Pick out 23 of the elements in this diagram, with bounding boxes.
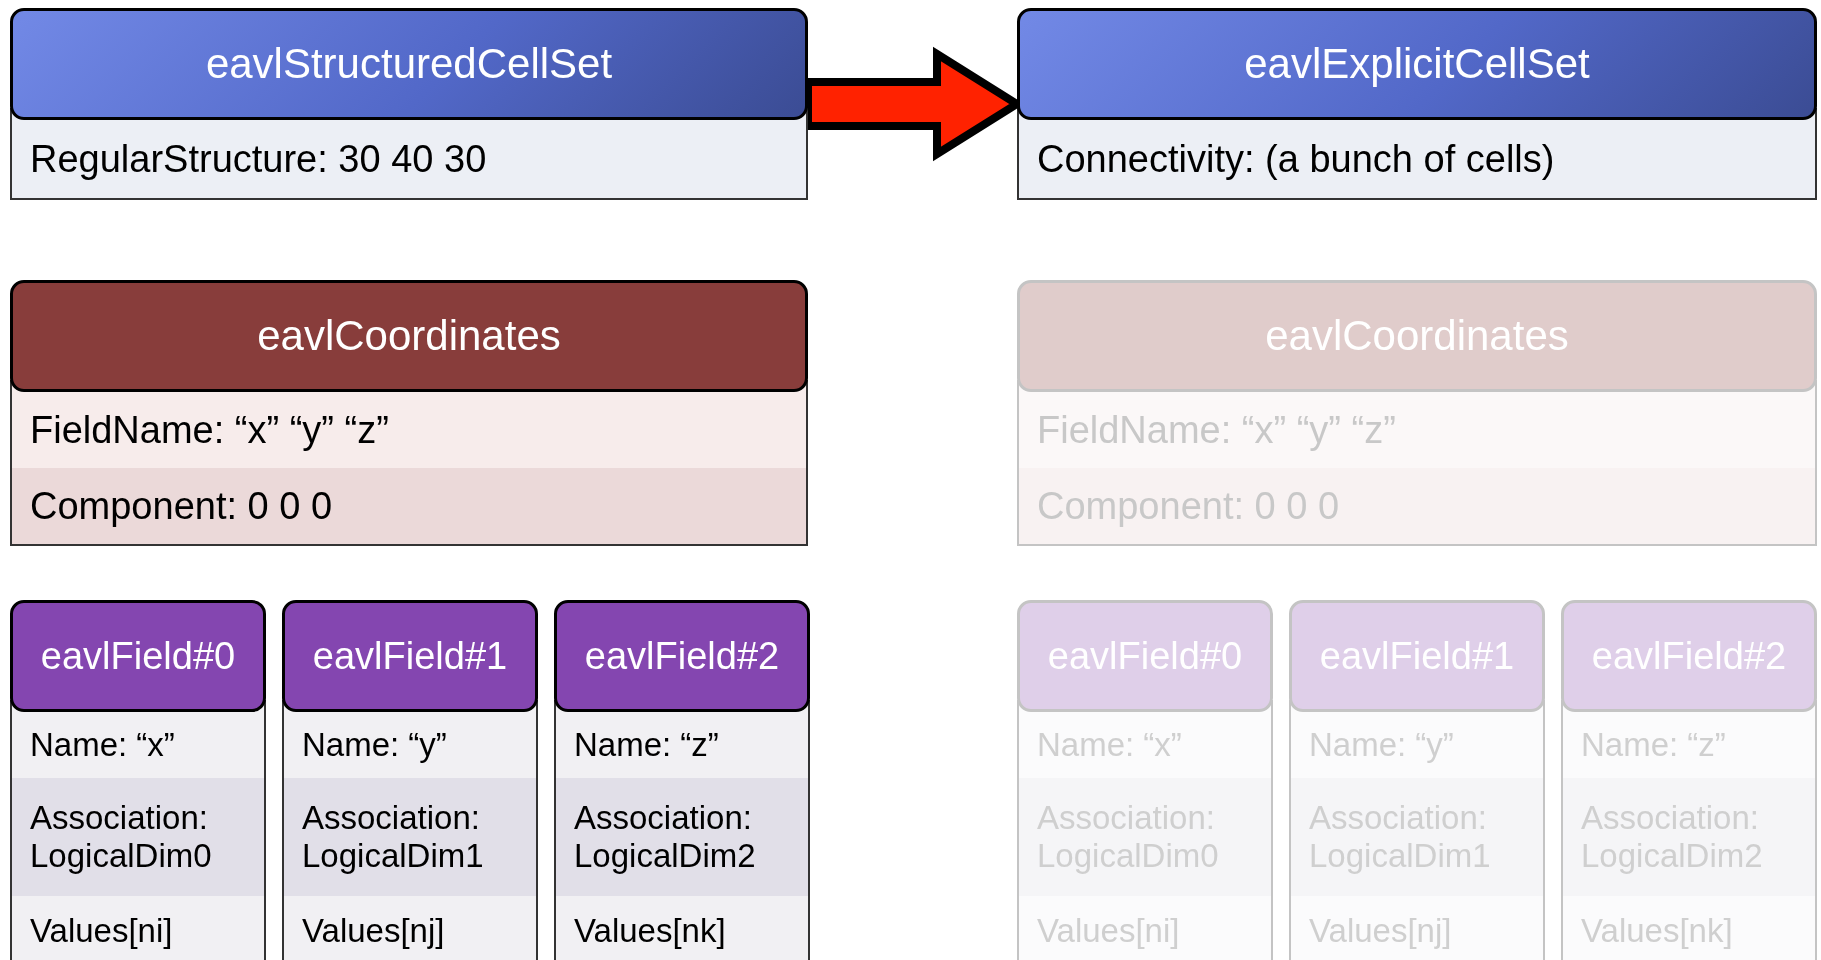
class-box [10, 600, 266, 960]
class-box [10, 8, 808, 200]
class-name-header: eavlExplicitCellSet [1017, 8, 1817, 120]
class-box [1561, 600, 1817, 960]
attribute-row: Association: LogicalDim0 [12, 778, 264, 896]
class-name-header: eavlStructuredCellSet [10, 8, 808, 120]
attribute-row: Values[nk] [556, 896, 808, 960]
class-name-header: eavlField#1 [282, 600, 538, 712]
class-name-header: eavlCoordinates [10, 280, 808, 392]
class-box [1017, 8, 1817, 200]
attribute-row: Values[nj] [284, 896, 536, 960]
class-name-header: eavlField#2 [554, 600, 810, 712]
attribute-row: Component: 0 0 0 [12, 468, 806, 544]
class-box [554, 600, 810, 960]
class-box [282, 600, 538, 960]
class-box [1017, 280, 1817, 546]
class-name-header: eavlField#0 [10, 600, 266, 712]
class-box [1289, 600, 1545, 960]
class-box [1017, 600, 1273, 960]
attribute-row: Values[ni] [12, 896, 264, 960]
class-box [10, 280, 808, 546]
attribute-row: Association: LogicalDim2 [556, 778, 808, 896]
attribute-row: Association: LogicalDim1 [284, 778, 536, 896]
